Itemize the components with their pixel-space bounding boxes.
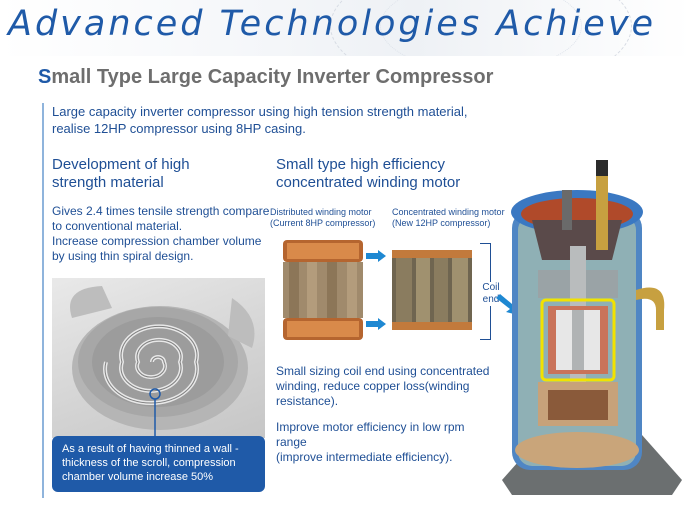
body-line: (improve intermediate efficiency). (276, 450, 453, 464)
body-line: to conventional material. (52, 219, 183, 233)
coil-end-label: Coil end (476, 282, 506, 306)
left-accent-bar (42, 103, 44, 498)
intro-text: Large capacity inverter compressor using… (52, 103, 502, 137)
coil-line: end (482, 294, 500, 305)
callout-line: thickness of the scroll, compression (62, 457, 236, 469)
strength-material-text: Gives 2.4 times tensile strength compare… (52, 204, 272, 264)
intro-line: realise 12HP compressor using 8HP casing… (52, 121, 306, 136)
body-line: winding, reduce copper loss(winding (276, 379, 470, 393)
scroll-callout: As a result of having thinned a wall - t… (52, 436, 265, 492)
body-line: Increase compression chamber volume (52, 234, 262, 248)
scroll-photo (52, 278, 265, 438)
concentrated-motor-image (392, 240, 472, 340)
body-line: by using thin spiral design. (52, 249, 194, 263)
intro-line: Large capacity inverter compressor using… (52, 104, 468, 119)
distributed-motor-caption: Distributed winding motor (Current 8HP c… (270, 207, 375, 229)
heading-line: concentrated winding motor (276, 174, 461, 191)
caption-line: Concentrated winding motor (392, 207, 505, 217)
heading-line: strength material (52, 174, 164, 191)
callout-line: As a result of having thinned a wall - (62, 443, 239, 455)
heading-line: Small type high efficiency (276, 156, 445, 173)
banner-decoration-inner (380, 0, 582, 56)
caption-line: (Current 8HP compressor) (270, 218, 376, 228)
subtitle-rest: mall Type Large Capacity Inverter Compre… (51, 66, 494, 88)
motor-efficiency-text: Improve motor efficiency in low rpm rang… (276, 420, 496, 465)
section-subtitle: Small Type Large Capacity Inverter Compr… (38, 66, 493, 89)
right-arrow-icon (366, 318, 386, 330)
motor-heading: Small type high efficiency concentrated … (276, 156, 496, 192)
banner-decoration (330, 0, 632, 56)
header-banner: Advanced Technologies Achieve (0, 0, 691, 56)
coil-end-text: Small sizing coil end using concentrated… (276, 364, 496, 409)
body-line: Small sizing coil end using concentrated (276, 364, 490, 378)
caption-line: (New 12HP compressor) (392, 218, 491, 228)
subtitle-initial: S (38, 66, 52, 88)
body-line: Gives 2.4 times tensile strength compare (52, 204, 270, 218)
caption-line: Distributed winding motor (270, 207, 372, 217)
distributed-motor-image (283, 240, 363, 340)
strength-material-heading: Development of high strength material (52, 156, 252, 192)
concentrated-motor-caption: Concentrated winding motor (New 12HP com… (392, 207, 505, 229)
heading-line: Development of high (52, 156, 190, 173)
scroll-illustration (70, 286, 255, 438)
right-arrow-icon (366, 250, 386, 262)
body-line: resistance). (276, 394, 339, 408)
body-line: Improve motor efficiency in low rpm rang… (276, 420, 465, 449)
page-title: Advanced Technologies Achieve (8, 4, 657, 44)
callout-line: chamber volume increase 50% (62, 471, 214, 483)
coil-line: Coil (482, 282, 500, 293)
compressor-cutaway-image (492, 150, 688, 510)
